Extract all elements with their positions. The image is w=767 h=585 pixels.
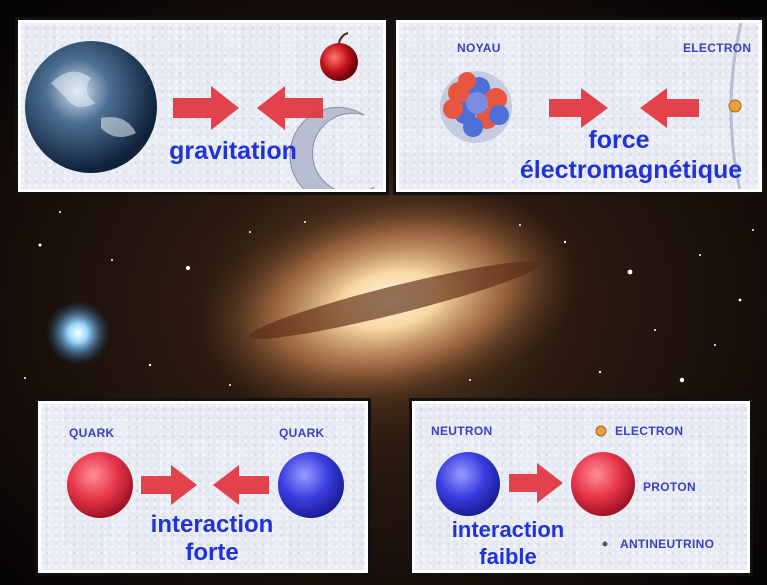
electromagnetic-panel: NOYAU ELECTRON force électromagnétique [396, 20, 762, 192]
apple-icon [320, 43, 358, 81]
neutron-icon [436, 452, 500, 516]
electron-icon [595, 425, 607, 437]
gravitation-title: gravitation [169, 137, 297, 165]
gravitation-panel: gravitation [18, 20, 386, 192]
arrow-left-icon [213, 465, 269, 505]
nucleus-label: NOYAU [457, 41, 501, 55]
earth-icon [25, 41, 157, 173]
proton-icon [571, 452, 635, 516]
electromagnetic-art [440, 23, 743, 189]
arrow-right-icon [549, 88, 608, 128]
weak-title-line2: faible [479, 544, 537, 569]
moon-icon [289, 106, 375, 189]
quark-blue-icon [278, 452, 344, 518]
strong-interaction-art [67, 452, 344, 518]
galaxy-dust-lane [249, 261, 541, 339]
nucleus-icon [440, 71, 512, 143]
weak-interaction-art [436, 425, 635, 547]
electromagnetic-title-line1: force [588, 126, 650, 154]
antineutrino-icon [602, 541, 608, 547]
arrow-left-icon [257, 86, 323, 130]
electromagnetic-title-line2: électromagnétique [519, 156, 743, 184]
quark-right-label: QUARK [279, 426, 325, 440]
arrow-left-icon [640, 88, 699, 128]
quark-left-label: QUARK [69, 426, 115, 440]
electron-icon [728, 99, 742, 113]
gravitation-art [25, 32, 375, 189]
electron-label: ELECTRON [683, 41, 752, 55]
electron-label: ELECTRON [615, 424, 684, 438]
stars [24, 211, 754, 386]
neutron-label: NEUTRON [431, 424, 493, 438]
arrow-right-icon [509, 463, 563, 503]
strong-interaction-panel: QUARK QUARK interaction forte [38, 401, 368, 573]
antineutrino-label: ANTINEUTRINO [620, 537, 715, 551]
weak-interaction-panel: NEUTRON ELECTRON PROTON ANTINEUTRINO int… [412, 401, 750, 573]
arrow-right-icon [141, 465, 197, 505]
quark-red-icon [67, 452, 133, 518]
proton-label: PROTON [643, 480, 696, 494]
weak-title-line1: interaction [451, 517, 565, 542]
arrow-right-icon [173, 86, 239, 130]
strong-title-line2: forte [185, 539, 239, 566]
blue-star [46, 301, 110, 365]
strong-title-line1: interaction [150, 511, 274, 538]
